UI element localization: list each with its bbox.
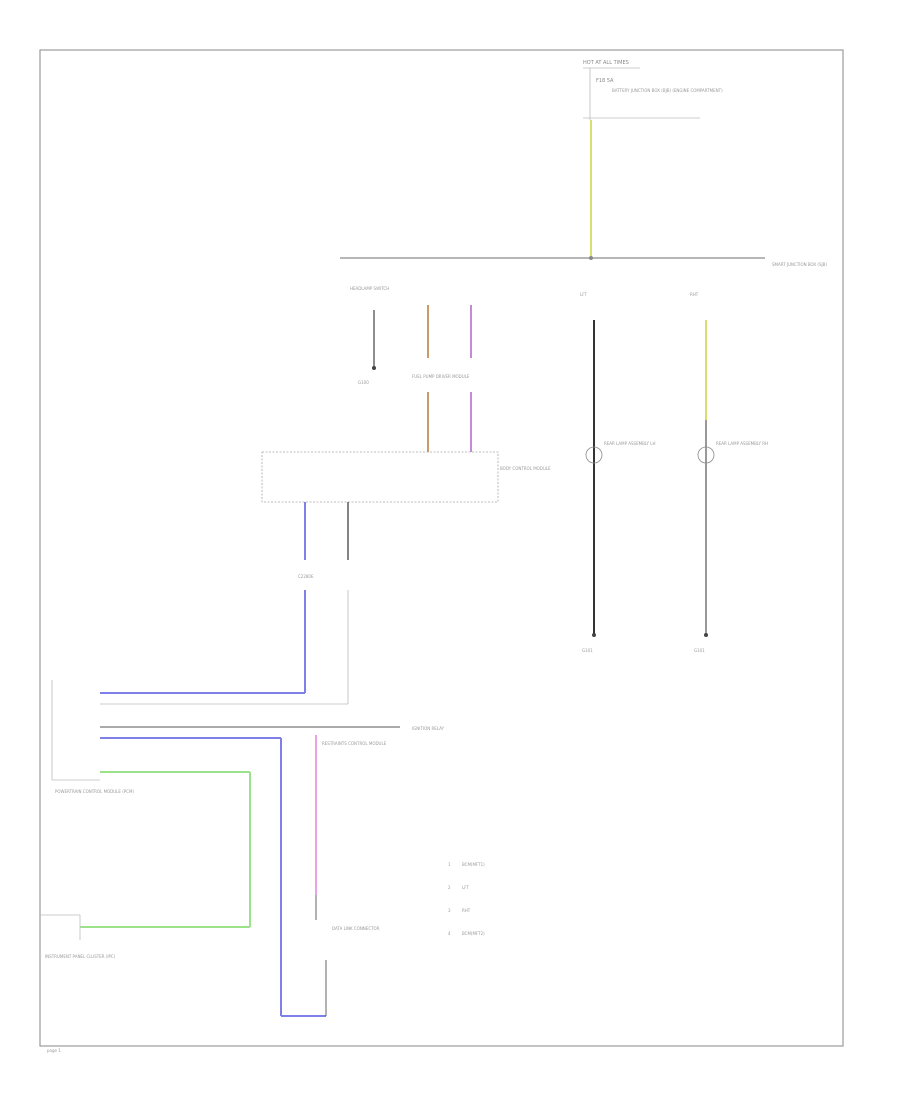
connector-c-label: C2280E [298,574,314,579]
svg-text:LFT: LFT [462,885,469,890]
branch-rear-lamp-left: LFT REAR LAMP ASSEMBLY LH G101 [580,292,655,653]
svg-text:2: 2 [448,885,451,890]
rear-lamp-left-label: REAR LAMP ASSEMBLY LH [604,441,655,446]
branch-rear-lamp-right: RHT REAR LAMP ASSEMBLY RH G101 [690,292,768,653]
pcm-label: POWERTRAIN CONTROL MODULE (PCM) [55,789,134,794]
hot-label: HOT AT ALL TIMES [583,60,629,66]
page-frame [39,49,844,1047]
svg-text:G101: G101 [694,648,705,653]
restraints-label: RESTRAINTS CONTROL MODULE [322,741,387,746]
bjb-label: BATTERY JUNCTION BOX (BJB) (ENGINE COMPA… [612,88,723,93]
ipc-block: INSTRUMENT PANEL CLUSTER (IPC) [40,914,116,959]
fuse-label: F18 5A [596,78,614,84]
fpdm-label: FUEL PUMP DRIVER MODULE [412,374,470,379]
bus-splice [589,256,593,260]
body-control-label: BODY CONTROL MODULE [500,466,551,471]
ignition-relay-label: IGNITION RELAY [412,726,445,731]
ground-a-label: G100 [358,380,369,385]
svg-text:LFT: LFT [580,292,587,297]
svg-text:4: 4 [448,931,451,936]
svg-text:BCM(MFT2): BCM(MFT2) [462,931,485,936]
svg-text:RHT: RHT [462,908,471,913]
page-number: page 1 [47,1048,61,1053]
pcm-block: POWERTRAIN CONTROL MODULE (PCM) [51,680,134,794]
legend-item: 1 [448,862,451,867]
headlamp-switch-label: HEADLAMP SWITCH [350,286,389,291]
svg-text:RHT: RHT [690,292,699,297]
svg-text:3: 3 [448,908,451,913]
legend: 1 BCM(MFT1) 2 LFT 3 RHT 4 BCM(MFT2) [448,862,485,936]
branch-fpdm: FUEL PUMP DRIVER MODULE [412,305,472,452]
body-control-box [261,451,499,503]
rear-lamp-right-label: REAR LAMP ASSEMBLY RH [716,441,768,446]
power-source: HOT AT ALL TIMES F18 5A BATTERY JUNCTION… [583,60,723,120]
svg-text:BCM(MFT1): BCM(MFT1) [462,862,485,867]
ipc-label: INSTRUMENT PANEL CLUSTER (IPC) [45,954,116,959]
ground-b-label: G101 [582,648,593,653]
branch-headlamp: HEADLAMP SWITCH G100 [350,286,389,385]
sjb-label: SMART JUNCTION BOX (SJB) [772,262,827,267]
module-d-label: DATA LINK CONNECTOR [332,926,380,931]
